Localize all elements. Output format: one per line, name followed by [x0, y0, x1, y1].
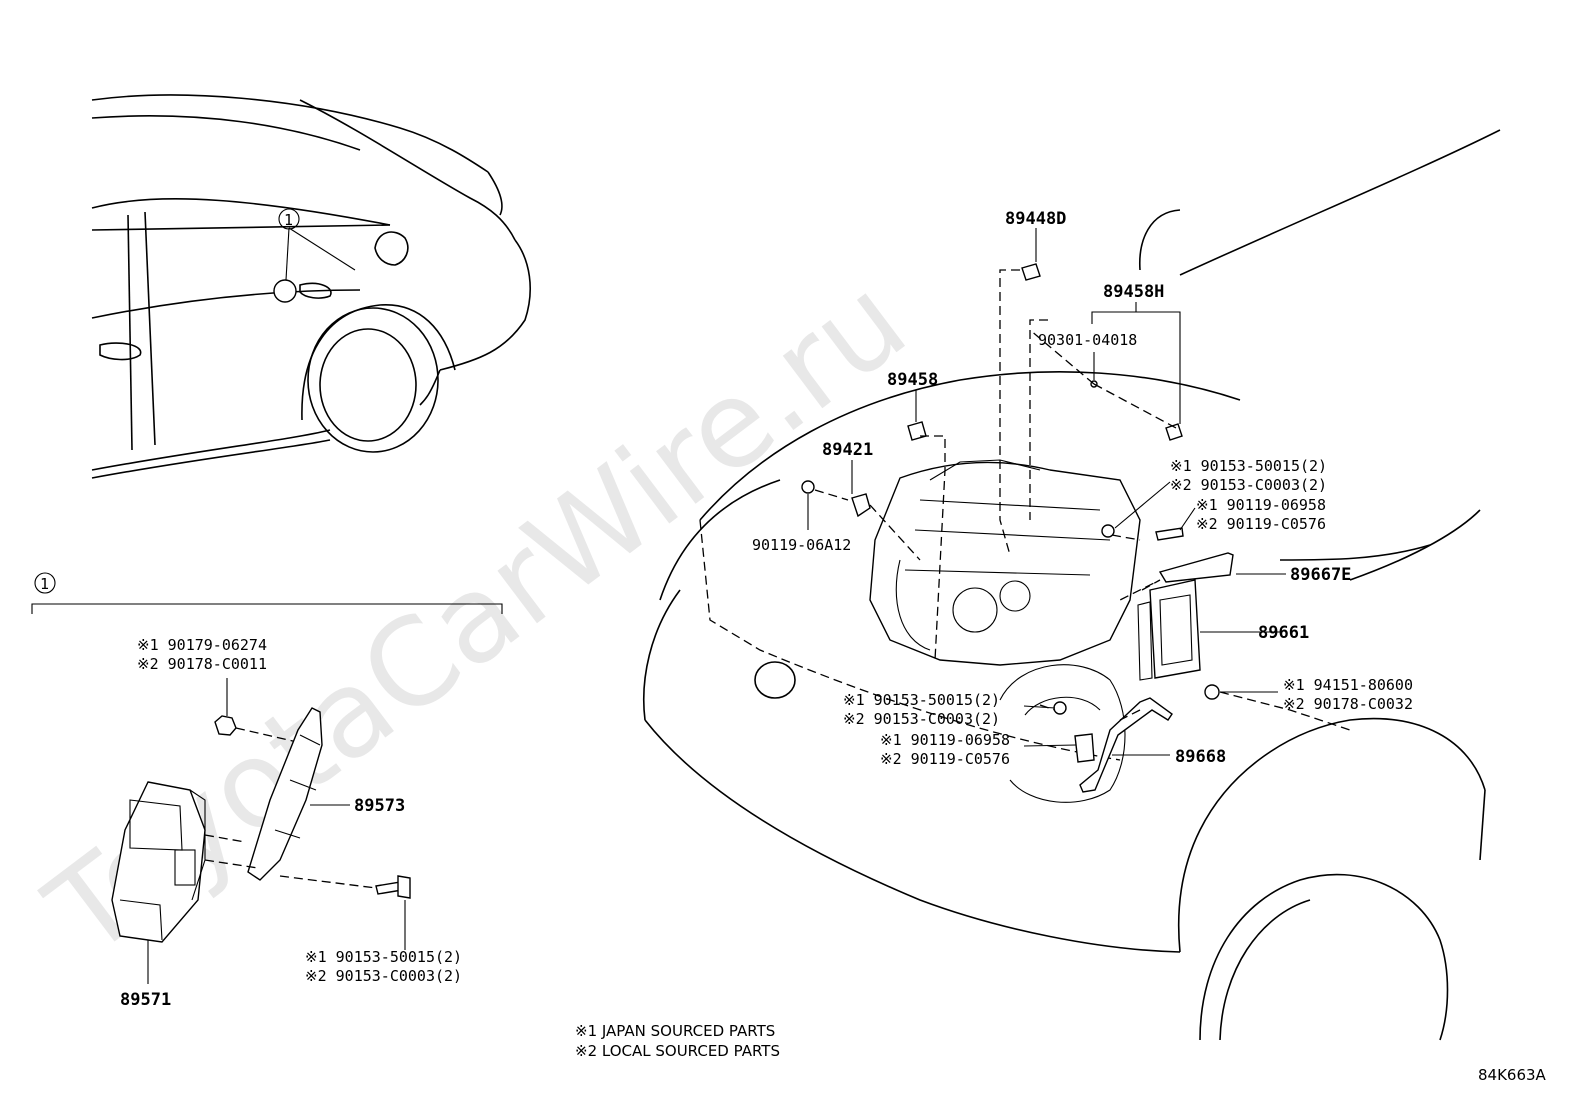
bolt-part-number-2: ※2 90153-C0003(2): [305, 967, 462, 985]
nut-lower-part-number-2: ※2 90153-C0003(2): [843, 710, 1000, 728]
nut-90179-06274: [214, 715, 237, 736]
callout-marker: 1: [284, 211, 293, 229]
part-number-90119-06A12: 90119-06A12: [752, 536, 851, 554]
nut-90153-50015-upper: [1101, 524, 1115, 538]
ecu-location-marker: [273, 279, 297, 303]
engine-bay-view: 89448D 89458H 90301-04018 89458 89421 90…: [642, 129, 1501, 1041]
callout-circle: [278, 208, 300, 230]
bolt-upper-part-number-2: ※2 90119-C0576: [1196, 515, 1326, 533]
rear-car-view: 1: [91, 94, 531, 479]
nut-94151-80600: [1204, 684, 1220, 700]
nut-94151-part-number-1: ※1 94151-80600: [1283, 676, 1413, 694]
sensor-89458: [907, 421, 927, 441]
part-number-89573: 89573: [354, 796, 405, 816]
nut-90153-50015-lower: [1053, 701, 1067, 715]
bolt-90119-06958-lower: [1074, 733, 1095, 763]
part-number-89448D: 89448D: [1005, 209, 1066, 229]
bolt-lower-part-number-1: ※1 90119-06958: [880, 731, 1010, 749]
bolt-90119-06958-upper: [1155, 527, 1184, 541]
bracket-89667E: [1158, 552, 1234, 583]
part-number-89571: 89571: [120, 990, 171, 1010]
bolt-upper-part-number-1: ※1 90119-06958: [1196, 496, 1326, 514]
bolt-90119-06A12: [801, 480, 815, 494]
legend-local-sourced: ※2 LOCAL SOURCED PARTS: [575, 1042, 780, 1060]
nut-upper-part-number-2: ※2 90153-C0003(2): [1170, 476, 1327, 494]
bracket-89668: [1079, 697, 1173, 793]
part-number-90301-04018: 90301-04018: [1038, 331, 1137, 349]
part-number-89661: 89661: [1258, 623, 1309, 643]
detail-marker: 1: [40, 575, 49, 593]
legend-japan-sourced: ※1 JAPAN SOURCED PARTS: [575, 1022, 775, 1040]
part-number-89458H: 89458H: [1103, 282, 1164, 302]
detail-section: 1 ※1 90179-06274 ※2 90178-C0011 89573 ※1…: [31, 572, 503, 1010]
sensor-89458H: [1165, 423, 1183, 441]
sensor-89421: [851, 493, 871, 518]
nut-part-number-1: ※1 90179-06274: [137, 636, 267, 654]
bolt-lower-part-number-2: ※2 90119-C0576: [880, 750, 1010, 768]
diagram-reference-code: 84K663A: [1478, 1066, 1547, 1084]
detail-marker-circle: [34, 572, 56, 594]
engine-block: [869, 461, 1141, 666]
bolt-part-number-1: ※1 90153-50015(2): [305, 948, 462, 966]
nut-upper-part-number-1: ※1 90153-50015(2): [1170, 457, 1327, 475]
part-number-89668: 89668: [1175, 747, 1226, 767]
nut-lower-part-number-1: ※1 90153-50015(2): [843, 691, 1000, 709]
part-number-89667E: 89667E: [1290, 565, 1351, 585]
ecm-89661: [1149, 579, 1201, 679]
nut-part-number-2: ※2 90178-C0011: [137, 655, 267, 673]
sensor-89448D: [1021, 263, 1041, 281]
nut-94151-part-number-2: ※2 90178-C0032: [1283, 695, 1413, 713]
bracket-89573: [247, 707, 323, 881]
part-number-89421: 89421: [822, 440, 873, 460]
part-number-89458: 89458: [887, 370, 938, 390]
